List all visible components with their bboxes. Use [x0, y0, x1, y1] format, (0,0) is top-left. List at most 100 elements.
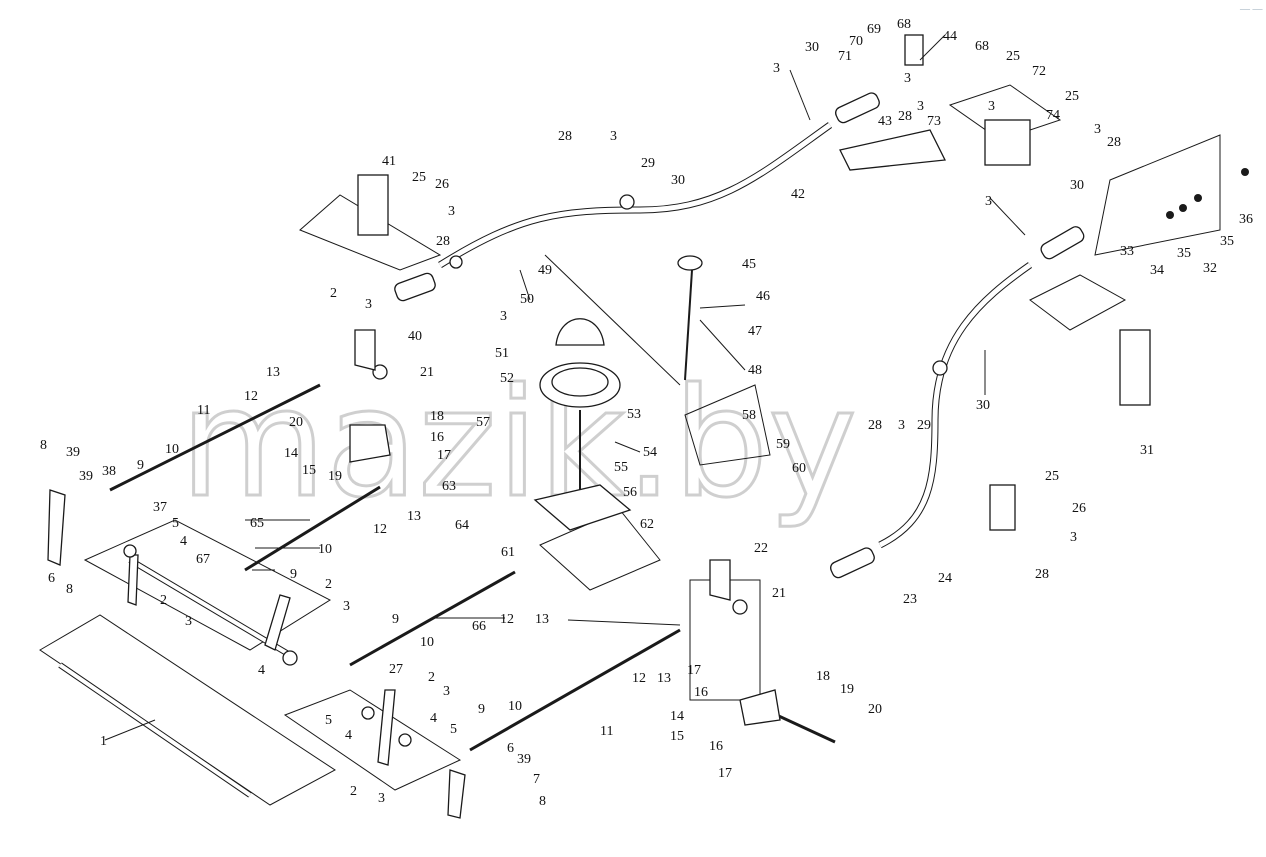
- rod-11-left: [109, 383, 321, 492]
- callout-30: 30: [805, 40, 819, 55]
- callout-12: 12: [373, 522, 387, 537]
- callout-17: 17: [437, 448, 451, 463]
- callout-54: 54: [643, 445, 657, 460]
- callout-8: 8: [66, 582, 73, 597]
- bushing-4b: [398, 733, 412, 747]
- corner-mark: — —: [1239, 4, 1264, 15]
- callout-4: 4: [258, 663, 265, 678]
- callout-34: 34: [1150, 263, 1164, 278]
- callout-3: 3: [378, 791, 385, 806]
- clevis-29-top: [619, 194, 635, 210]
- callout-5: 5: [172, 516, 179, 531]
- callout-58: 58: [742, 408, 756, 423]
- callout-5: 5: [450, 722, 457, 737]
- callout-23: 23: [903, 592, 917, 607]
- callout-4: 4: [345, 728, 352, 743]
- callout-24: 24: [938, 571, 952, 586]
- callout-12: 12: [632, 671, 646, 686]
- panel-41: [299, 194, 442, 271]
- callout-15: 15: [670, 729, 684, 744]
- bushing-21-left: [372, 364, 388, 380]
- callout-25: 25: [1006, 49, 1020, 64]
- rod-11-right: [469, 628, 681, 752]
- callout-45: 45: [742, 257, 756, 272]
- callout-74: 74: [1046, 108, 1060, 123]
- callout-20: 20: [289, 415, 303, 430]
- callout-61: 61: [501, 545, 515, 560]
- callout-9: 9: [392, 612, 399, 627]
- callout-39: 39: [79, 469, 93, 484]
- knob-45: [677, 255, 703, 271]
- callout-66: 66: [472, 619, 486, 634]
- callout-41: 41: [382, 154, 396, 169]
- nut-left: [449, 255, 463, 269]
- bracket-43: [839, 129, 947, 171]
- bracket-44: [904, 34, 924, 66]
- callout-47: 47: [748, 324, 762, 339]
- callout-13: 13: [266, 365, 280, 380]
- bellcrank-18-right: [739, 689, 781, 726]
- callout-25: 25: [1045, 469, 1059, 484]
- callout-18: 18: [816, 669, 830, 684]
- callout-28: 28: [436, 234, 450, 249]
- callout-44: 44: [943, 29, 957, 44]
- callout-33: 33: [1120, 244, 1134, 259]
- shaft-67-inner: [128, 558, 292, 657]
- callout-3: 3: [773, 61, 780, 76]
- housing-52-inner: [551, 367, 609, 397]
- callout-16: 16: [709, 739, 723, 754]
- callout-5: 5: [325, 713, 332, 728]
- callout-20: 20: [868, 702, 882, 717]
- callout-59: 59: [776, 437, 790, 452]
- callout-73: 73: [927, 114, 941, 129]
- panel-72: [948, 84, 1062, 141]
- callout-21: 21: [772, 586, 786, 601]
- callout-28: 28: [898, 109, 912, 124]
- callout-10: 10: [165, 442, 179, 457]
- cable-end-bottom: [830, 547, 875, 579]
- callout-18: 18: [430, 409, 444, 424]
- boot-49: [555, 318, 605, 346]
- callout-67: 67: [196, 552, 210, 567]
- callout-60: 60: [792, 461, 806, 476]
- callout-56: 56: [623, 485, 637, 500]
- bellcrank-18-left: [349, 424, 391, 463]
- callout-52: 52: [500, 371, 514, 386]
- panel-58: [684, 384, 771, 466]
- callout-6: 6: [48, 571, 55, 586]
- callout-35: 35: [1177, 246, 1191, 261]
- callout-9: 9: [290, 567, 297, 582]
- bushing-4-left: [123, 544, 137, 558]
- shaft-1-inner: [58, 663, 252, 797]
- callout-37: 37: [153, 500, 167, 515]
- callout-15: 15: [302, 463, 316, 478]
- callout-38: 38: [102, 464, 116, 479]
- callout-3: 3: [448, 204, 455, 219]
- callout-12: 12: [244, 389, 258, 404]
- callout-57: 57: [476, 415, 490, 430]
- callout-3: 3: [343, 599, 350, 614]
- callout-12: 12: [500, 612, 514, 627]
- callout-29: 29: [917, 418, 931, 433]
- bracket-22: [709, 559, 731, 601]
- callout-3: 3: [610, 129, 617, 144]
- callout-42: 42: [791, 187, 805, 202]
- callout-43: 43: [878, 114, 892, 129]
- callout-16: 16: [430, 430, 444, 445]
- callout-14: 14: [284, 446, 298, 461]
- callout-28: 28: [558, 129, 572, 144]
- callout-9: 9: [478, 702, 485, 717]
- callout-14: 14: [670, 709, 684, 724]
- bracket-31: [1119, 329, 1151, 406]
- arm-27: [377, 689, 396, 766]
- rod-65: [244, 485, 381, 572]
- callout-28: 28: [1107, 135, 1121, 150]
- callout-30: 30: [976, 398, 990, 413]
- leader-lines: [104, 34, 1026, 741]
- callout-22: 22: [754, 541, 768, 556]
- callout-4: 4: [430, 711, 437, 726]
- callout-36: 36: [1239, 212, 1253, 227]
- callout-10: 10: [420, 635, 434, 650]
- nut-33: [1166, 211, 1174, 219]
